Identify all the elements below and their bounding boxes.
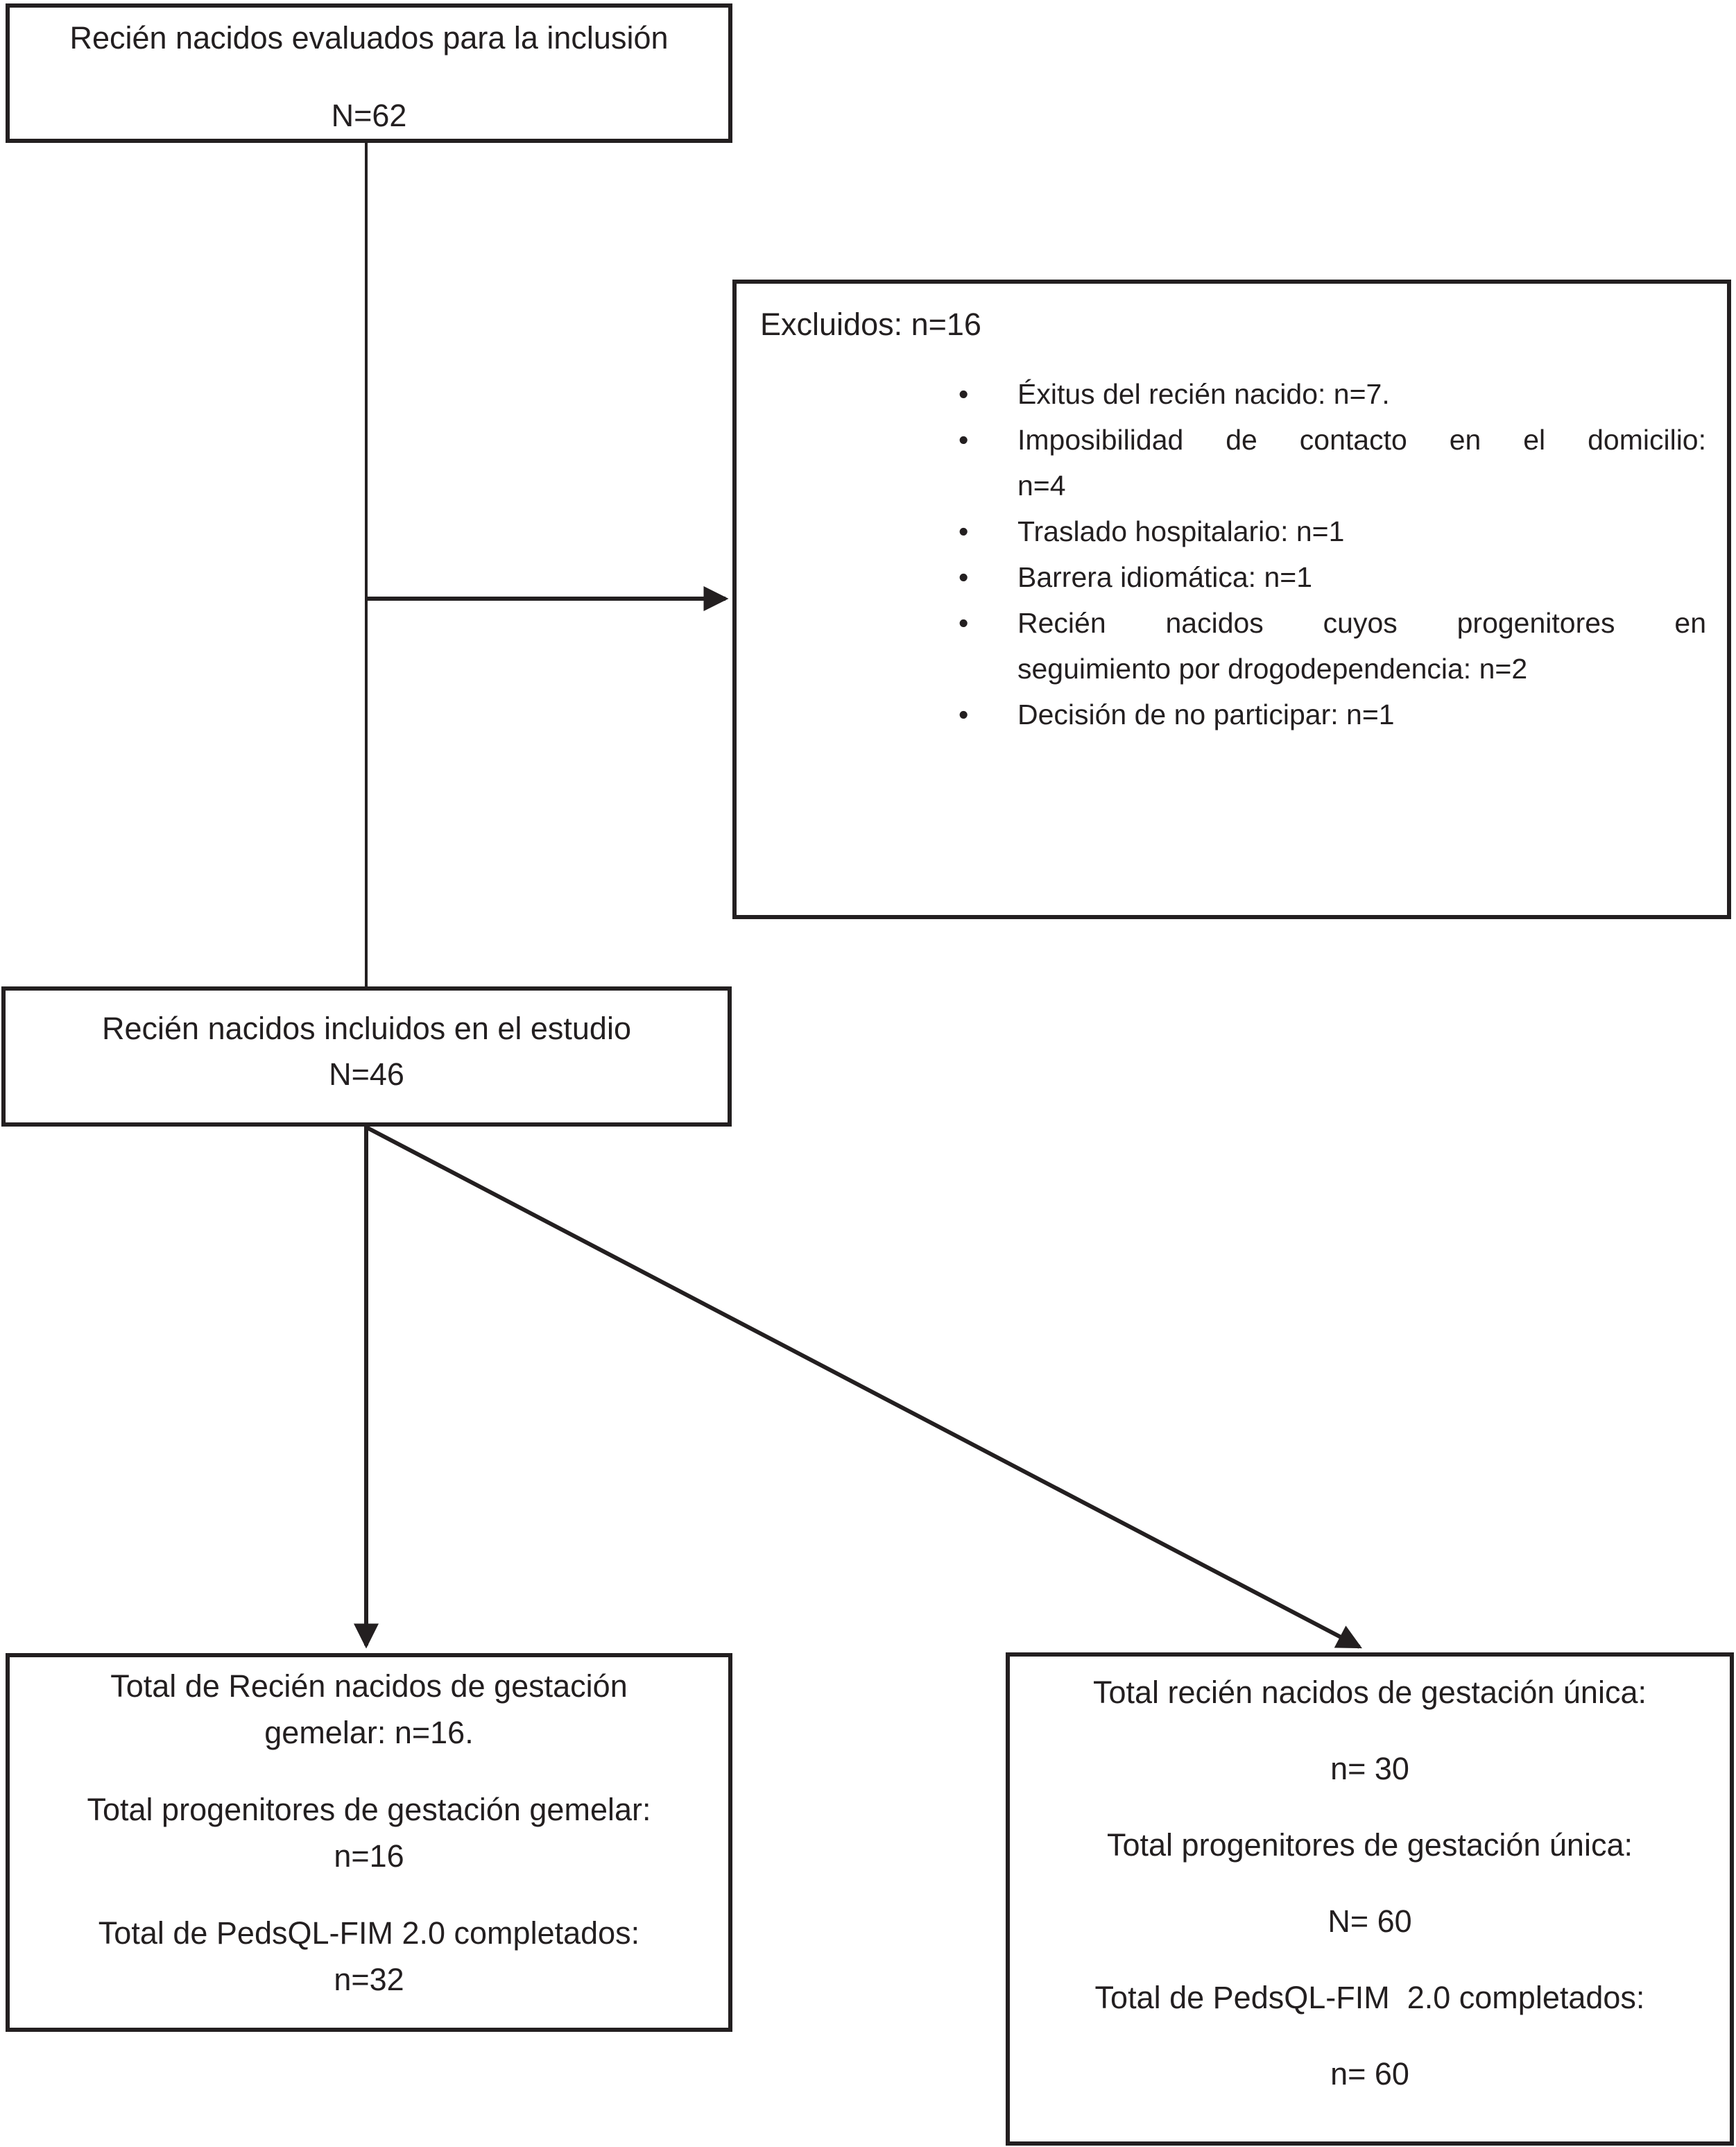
assessed-box: Recién nacidos evaluados para la inclusi… [6, 3, 732, 143]
twin-parents-total: Total progenitores de gestación gemelar:… [10, 1786, 728, 1879]
excluded-title: Excluidos: n=16 [760, 307, 981, 342]
excluded-reason-text: Éxitus del recién nacido: n=7. [1017, 378, 1390, 410]
assessed-title: Recién nacidos evaluados para la inclusi… [69, 20, 669, 55]
excluded-reason-text: Decisión de no participar: n=1 [1017, 699, 1395, 730]
excluded-reason-item: • Recién nacidos cuyos progenitores en s… [959, 600, 1706, 692]
single-pedsql-title: Total de PedsQL-FIM 2.0 completados: [1094, 1980, 1645, 2015]
bullet-icon: • [959, 607, 969, 639]
single-gestation-box: Total recién nacidos de gestación única:… [1006, 1652, 1734, 2146]
excluded-reason-item: • Imposibilidad de contacto en el domici… [959, 417, 1706, 508]
bullet-icon: • [959, 424, 969, 456]
included-box: Recién nacidos incluidos en el estudio N… [1, 986, 732, 1127]
twin-parents-line1: Total progenitores de gestación gemelar: [87, 1792, 651, 1827]
twin-gestation-box: Total de Recién nacidos de gestación gem… [6, 1653, 732, 2032]
twin-parents-line2: n=16 [334, 1838, 404, 1874]
twin-newborns-total: Total de Recién nacidos de gestación gem… [10, 1663, 728, 1756]
bullet-icon: • [959, 699, 969, 730]
excluded-reason-item: • Barrera idiomática: n=1 [959, 554, 1706, 600]
single-parents-title: Total progenitores de gestación única: [1107, 1827, 1633, 1863]
included-count: N=46 [329, 1057, 404, 1092]
single-parents-count: N= 60 [1327, 1904, 1412, 1939]
excluded-reason-text: Traslado hospitalario: n=1 [1017, 515, 1345, 547]
bullet-icon: • [959, 515, 969, 547]
excluded-reason-text: Imposibilidad de contacto en el domicili… [1017, 424, 1706, 456]
twin-pedsql-total: Total de PedsQL-FIM 2.0 completados: n=3… [10, 1910, 728, 2003]
twin-pedsql-line2: n=32 [334, 1962, 404, 1997]
single-newborns-title: Total recién nacidos de gestación única: [1092, 1675, 1647, 1710]
included-title: Recién nacidos incluidos en el estudio [102, 1011, 631, 1046]
twin-newborns-line2: gemelar: n=16. [264, 1715, 474, 1750]
bullet-icon: • [959, 378, 969, 410]
excluded-reason-text: n=4 [1017, 470, 1066, 502]
excluded-reason-item: • Éxitus del recién nacido: n=7. [959, 371, 1706, 417]
excluded-reason-text: Recién nacidos cuyos progenitores en [1017, 607, 1706, 639]
assessed-count: N=62 [331, 98, 407, 133]
excluded-reason-item: • Traslado hospitalario: n=1 [959, 508, 1706, 554]
twin-newborns-line1: Total de Recién nacidos de gestación [110, 1668, 628, 1704]
excluded-reason-text: seguimiento por drogodependencia: n=2 [1017, 653, 1528, 685]
single-newborns-count: n= 30 [1330, 1751, 1409, 1786]
bullet-icon: • [959, 561, 969, 593]
excluded-reason-item: • Decisión de no participar: n=1 [959, 692, 1706, 737]
excluded-box: Excluidos: n=16 • Éxitus del recién naci… [732, 280, 1731, 919]
arrow-to-single-box [366, 1126, 1362, 1649]
excluded-reason-text: Barrera idiomática: n=1 [1017, 561, 1313, 593]
twin-pedsql-line1: Total de PedsQL-FIM 2.0 completados: [98, 1915, 640, 1951]
excluded-reasons-list: • Éxitus del recién nacido: n=7. • Impos… [737, 371, 1727, 737]
single-pedsql-count: n= 60 [1330, 2056, 1409, 2092]
